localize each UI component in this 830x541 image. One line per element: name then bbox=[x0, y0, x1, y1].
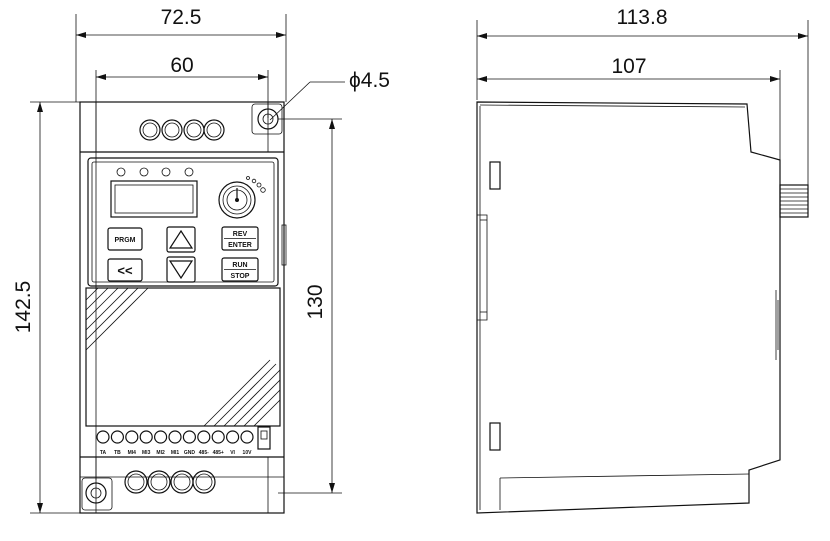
up-arrow-icon bbox=[168, 229, 194, 249]
svg-text:PRGM: PRGM bbox=[115, 237, 136, 244]
up-arrow-button[interactable] bbox=[166, 226, 196, 253]
side-view bbox=[476, 101, 809, 514]
terminal-screw bbox=[110, 430, 125, 444]
bottom-mounting-hole bbox=[81, 477, 113, 511]
hole-spacing-height-label: 130 bbox=[304, 284, 327, 319]
side-body-depth-dimension: 107 bbox=[477, 55, 781, 190]
run-stop-button[interactable]: RUN STOP bbox=[221, 257, 259, 282]
shift-left-button[interactable]: << bbox=[107, 258, 143, 282]
terminal-screw bbox=[125, 430, 139, 444]
cover-hatching-right bbox=[203, 359, 281, 427]
terminal-screw bbox=[96, 430, 110, 444]
terminal-label: TB bbox=[114, 450, 121, 456]
terminal-label: MI2 bbox=[156, 450, 165, 456]
down-arrow-button[interactable] bbox=[166, 256, 196, 283]
svg-text:RUN: RUN bbox=[232, 262, 247, 269]
front-outline bbox=[79, 101, 285, 514]
terminal-label: TA bbox=[100, 450, 107, 456]
prgm-button[interactable]: PRGM bbox=[107, 227, 143, 251]
terminal-screw bbox=[182, 430, 196, 444]
hole-diameter-callout: ϕ4.5 bbox=[269, 69, 390, 121]
potentiometer-knob[interactable] bbox=[218, 176, 266, 219]
side-knob bbox=[779, 184, 809, 218]
hole-diameter-label: ϕ4.5 bbox=[349, 69, 390, 92]
led-display bbox=[110, 180, 198, 218]
down-arrow-icon bbox=[168, 260, 194, 280]
terminal-screw bbox=[139, 430, 153, 444]
terminal-screw bbox=[154, 430, 168, 444]
svg-text:STOP: STOP bbox=[231, 273, 250, 280]
lower-vent-slot bbox=[489, 422, 501, 451]
front-height-label: 142.5 bbox=[12, 281, 35, 334]
terminal-label: 485+ bbox=[213, 450, 224, 456]
rev-enter-button[interactable]: REV ENTER bbox=[221, 226, 259, 251]
front-height-dimension: 142.5 bbox=[12, 101, 82, 514]
hole-spacing-height-dimension: 130 bbox=[278, 118, 342, 494]
terminal-cover bbox=[85, 287, 281, 427]
cover-hatching-left bbox=[85, 287, 149, 351]
svg-text:ENTER: ENTER bbox=[228, 242, 252, 249]
top-cable-glands bbox=[139, 119, 225, 141]
terminal-screw bbox=[226, 430, 240, 444]
terminal-label: VI bbox=[230, 450, 235, 456]
terminal-screw bbox=[240, 430, 254, 444]
side-depth-label: 113.8 bbox=[617, 6, 668, 29]
terminal-label: 10V bbox=[243, 450, 253, 456]
svg-text:<<: << bbox=[117, 263, 133, 278]
terminal-label: MI3 bbox=[142, 450, 151, 456]
dip-switch[interactable] bbox=[257, 426, 271, 450]
terminal-screw bbox=[211, 430, 225, 444]
side-outline bbox=[476, 101, 781, 514]
keypad-panel bbox=[87, 157, 279, 287]
bottom-cable-glands bbox=[124, 470, 216, 494]
terminal-label: MI1 bbox=[171, 450, 180, 456]
terminal-label: MI4 bbox=[128, 450, 137, 456]
terminal-label: GND bbox=[184, 450, 196, 456]
side-body-depth-label: 107 bbox=[611, 55, 646, 78]
upper-vent-slot bbox=[489, 161, 501, 190]
status-leds bbox=[116, 167, 194, 177]
terminal-screw bbox=[168, 430, 182, 444]
top-mounting-hole bbox=[251, 103, 283, 135]
side-depth-dimension: 113.8 bbox=[476, 6, 809, 190]
terminal-screw bbox=[197, 430, 211, 444]
front-width-dimension: 72.5 bbox=[75, 6, 287, 102]
hole-spacing-width-label: 60 bbox=[170, 54, 193, 77]
front-width-label: 72.5 bbox=[161, 6, 202, 29]
terminal-label: 485- bbox=[199, 450, 209, 456]
svg-text:REV: REV bbox=[233, 231, 248, 238]
front-view: PRGM << REV ENTER RUN STOP bbox=[79, 101, 287, 514]
